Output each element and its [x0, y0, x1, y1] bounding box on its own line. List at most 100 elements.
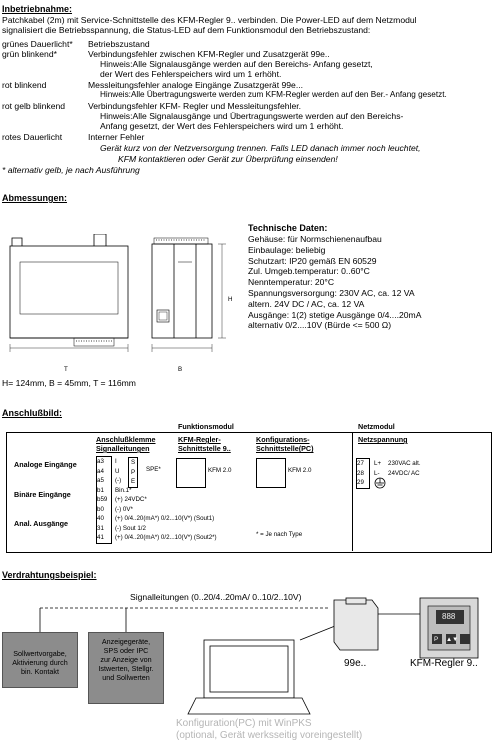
terminal-num: a5 — [97, 477, 104, 484]
tech-line: altern. 24V DC / AC, ca. 12 VA — [248, 298, 365, 309]
terminal-num: b0 — [97, 505, 104, 513]
pin: P — [131, 468, 136, 476]
tech-line: alternativ 0/2....10V (Bürde <= 500 Ω) — [248, 320, 392, 331]
tech-line: Schutzart: IP20 gemäß EN 60529 — [248, 255, 377, 266]
netz-val: 24VDC/ AC — [388, 469, 420, 477]
konf-interface-box — [256, 458, 286, 488]
tech-line: Zul. Umgeb.temperatur: 0..60°C — [248, 266, 370, 277]
box2-line: Anzeigegeräte, — [101, 637, 151, 646]
state-text-2b: Hinweis:Alle Signalausgänge werden auf d… — [100, 59, 373, 69]
dim-label-h: H — [228, 296, 233, 303]
ground-icon — [374, 477, 386, 489]
warning-italic-1: Gerät kurz von der Netzversorgung trenne… — [100, 143, 421, 153]
state-label-1: grünes Dauerlicht* — [2, 39, 73, 49]
col-klemme-2: Signalleitungen — [96, 444, 150, 453]
inbetriebnahme-title: Inbetriebnahme: — [2, 4, 73, 14]
group-binaer: Binäre Eingänge — [14, 490, 71, 499]
side-view — [9, 234, 129, 352]
state-text-5: Interner Fehler — [88, 132, 145, 142]
state-text-3a: Messleitungsfehler analoge Eingänge Zusa… — [88, 80, 303, 90]
terminal-num: a4 — [97, 467, 104, 475]
front-view — [151, 237, 226, 352]
state-text-2c: der Wert des Fehlerspeichers wird um 1 e… — [100, 69, 282, 79]
kfm-interface-box — [176, 458, 206, 488]
netz-signals: L+ L- — [374, 459, 381, 478]
box1-line: Sollwertvorgabe, — [13, 649, 67, 658]
konfiguration-line-2: (optional, Gerät werksseitig voreingeste… — [176, 730, 363, 741]
state-text-4b: Hinweis:Alle Signalausgänge und Übertrag… — [100, 111, 404, 121]
terminal-sig: (-) Sout 1/2 — [115, 524, 146, 532]
key-updown: ▲▼ — [446, 636, 459, 643]
col-kfm-1: KFM-Regler- — [178, 435, 221, 444]
pin: S — [131, 459, 136, 466]
box2-line: Istwerten, Stellgr. — [98, 664, 154, 673]
label-kfm-regler: KFM-Regler 9.. — [410, 658, 478, 669]
box2-line: zur Anzeige von — [100, 655, 152, 664]
warning-italic-2: KFM kontaktieren oder Gerät zur Überprüf… — [118, 154, 338, 164]
terminal-sig: (+) 24VDC* — [115, 496, 147, 503]
state-text-1: Betriebszustand — [88, 39, 150, 49]
col-klemme-1: Anschlußklemme — [96, 435, 156, 444]
terminal-sig: Bin.1* — [115, 486, 132, 494]
terminal-signals: I U (-) Bin.1* (+) 24VDC* (-) 0V* (+) 0/… — [115, 457, 217, 543]
state-text-4c: Anfang gesetzt, der Wert des Fehlerspeic… — [100, 121, 344, 131]
display-readout: 888 — [442, 612, 456, 621]
terminal-num: 40 — [97, 515, 104, 522]
signal-label: Signalleitungen (0..20/4..20mA/ 0..10/2.… — [130, 592, 302, 602]
terminal-sig: U — [115, 467, 120, 475]
netz-values: 230VAC alt. 24VDC/ AC — [388, 459, 421, 478]
netz-terminal-numbers: 27 28 29 — [356, 458, 370, 489]
terminal-num: a3 — [97, 458, 104, 465]
state-text-3b: Hinweis:Alle Übertragungswerte werden zu… — [100, 90, 447, 99]
terminal-sig: (+) 0/4..20(mA*) 0/2...10(V*) (Sout1) — [115, 515, 215, 522]
terminal-sig: (-) — [115, 477, 122, 484]
kfm-version-b: KFM 2.0 — [288, 467, 312, 474]
terminal-diagram-frame — [6, 432, 492, 553]
kfm-version-a: KFM 2.0 — [208, 467, 232, 474]
terminal-sig: I — [115, 458, 117, 465]
verdrahtung-title: Verdrahtungsbeispiel: — [2, 570, 97, 580]
funktionsmodul-label: Funktionsmodul — [178, 422, 234, 431]
state-label-4: rot gelb blinkend — [2, 101, 66, 111]
laptop — [187, 639, 311, 715]
box1-line: Aktivierung durch — [12, 658, 68, 667]
col-netzspannung: Netzspannung — [358, 435, 408, 444]
netz-num: 27 — [357, 460, 364, 467]
intro-line-2: signalisiert die Betriebsspannung, die S… — [2, 25, 371, 35]
state-text-2a: Verbindungsfehler zwischen KFM-Regler un… — [88, 49, 330, 59]
netz-sig: L+ — [374, 460, 382, 467]
konfiguration-line-1: Konfiguration(PC) mit WinPKS — [176, 718, 312, 729]
terminal-sig: (+) 0/4..20(mA*) 0/2...10(V*) (Sout2*) — [115, 534, 217, 541]
module-99e — [333, 597, 379, 651]
terminal-numbers: a3 a4 a5 b1 b59 b0 40 31 41 — [96, 456, 112, 544]
tech-line: Spannungsversorgung: 230V AC, ca. 12 VA — [248, 287, 415, 298]
terminal-num: 31 — [97, 524, 104, 532]
dim-label-b: B — [178, 366, 183, 373]
terminal-num: 41 — [97, 534, 104, 541]
state-label-3: rot blinkend — [2, 80, 47, 90]
anschluss-title: Anschlußbild: — [2, 408, 62, 418]
box2-line: SPS oder IPC — [103, 646, 149, 655]
module-divider — [352, 432, 353, 551]
group-anal-aus: Anal. Ausgänge — [14, 519, 69, 528]
kfm-regler-device — [419, 597, 479, 659]
netz-val: 230VAC alt. — [388, 460, 421, 467]
terminal-num: b59 — [97, 496, 108, 503]
netzmodul-label: Netzmodul — [358, 422, 395, 431]
box-sollwert: Sollwertvorgabe, Aktivierung durch bin. … — [2, 632, 78, 688]
col-konf-1: Konfigurations- — [256, 435, 310, 444]
state-label-5: rotes Dauerlicht — [2, 132, 63, 142]
type-note: * = Je nach Type — [256, 531, 303, 538]
abmessungen-title: Abmessungen: — [2, 193, 68, 203]
netz-sig: L- — [374, 469, 380, 477]
col-kfm-2: Schnittstelle 9.. — [178, 444, 231, 453]
wiring-lines — [39, 597, 479, 715]
pin: E — [131, 478, 136, 485]
spe-pins: S P E — [128, 457, 139, 488]
tech-line: Einbaulage: beliebig — [248, 244, 326, 255]
intro-line-1: Patchkabel (2m) mit Service-Schnittstell… — [2, 15, 417, 25]
box-anzeige: Anzeigegeräte, SPS oder IPC zur Anzeige … — [88, 632, 164, 704]
box1-line: bin. Kontakt — [21, 667, 59, 676]
tech-line: Gehäuse: für Normschienenaufbau — [248, 234, 382, 244]
col-konf-2: Schnittstelle(PC) — [256, 444, 314, 453]
